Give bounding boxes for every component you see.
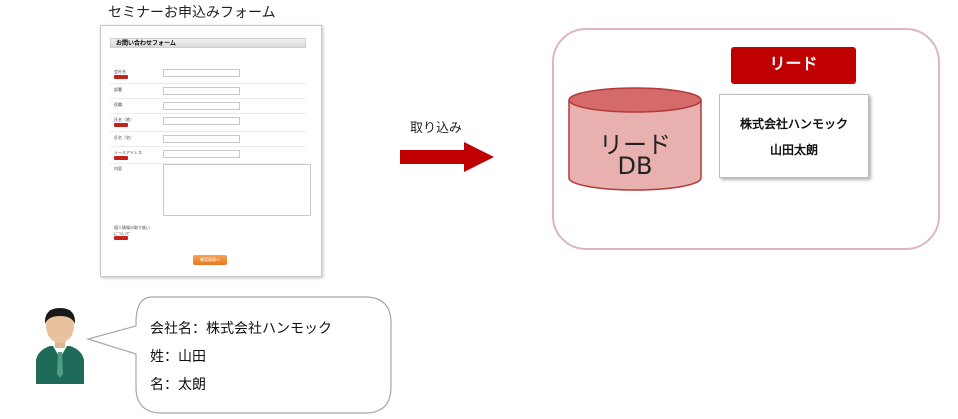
db-label-sub: DB (617, 152, 653, 180)
form-label: 会社名 (114, 69, 126, 74)
import-label: 取り込み (410, 121, 463, 136)
required-badge (114, 75, 128, 79)
form-row-content: 内容 (110, 163, 306, 218)
form-label: メールアドレス (114, 150, 142, 155)
company-field[interactable] (163, 69, 240, 77)
position-field[interactable] (163, 102, 240, 110)
form-thumbnail: お問い合わせフォーム 会社名 部署 役職 氏名（姓） 氏名（名） メールアドレス… (100, 25, 322, 277)
form-row-privacy: 個人情報の取り扱いについて (110, 222, 306, 242)
bubble-firstname: 名：太朗 (150, 377, 206, 393)
person-icon (36, 308, 84, 384)
bubble-company: 会社名：株式会社ハンモック (150, 321, 332, 337)
import-arrow-icon (400, 142, 494, 172)
form-row-email: メールアドレス (110, 147, 306, 164)
form-label: 氏名（名） (114, 135, 134, 140)
email-field[interactable] (163, 150, 240, 158)
form-label: 内容 (114, 166, 122, 171)
form-row-company: 会社名 (110, 66, 306, 84)
lead-card: 株式会社ハンモック 山田太朗 (719, 94, 869, 178)
content-textarea[interactable] (163, 164, 311, 216)
required-badge (114, 123, 128, 127)
form-row-firstname: 氏名（名） (110, 132, 306, 147)
form-label: 氏名（姓） (114, 117, 134, 122)
department-field[interactable] (163, 87, 240, 95)
form-header: お問い合わせフォーム (110, 38, 306, 48)
form-label: 個人情報の取り扱いについて (114, 225, 150, 236)
form-row-lastname: 氏名（姓） (110, 114, 306, 132)
database-icon (568, 87, 702, 191)
form-row-position: 役職 (110, 99, 306, 114)
lead-name: 山田太朗 (769, 143, 818, 157)
lead-header: リード (731, 47, 856, 84)
required-badge (114, 236, 128, 240)
required-badge (114, 156, 128, 160)
confirm-button[interactable]: 確認画面へ (193, 255, 227, 265)
db-label: リード (599, 131, 671, 159)
form-label: 部署 (114, 87, 122, 92)
bubble-lastname: 姓：山田 (150, 349, 206, 365)
speech-bubble (85, 296, 392, 414)
lead-company: 株式会社ハンモック (739, 117, 848, 131)
form-label: 役職 (114, 102, 122, 107)
form-row-department: 部署 (110, 84, 306, 99)
form-caption: セミナーお申込みフォーム (108, 5, 276, 21)
lastname-field[interactable] (163, 117, 240, 125)
firstname-field[interactable] (163, 135, 240, 143)
